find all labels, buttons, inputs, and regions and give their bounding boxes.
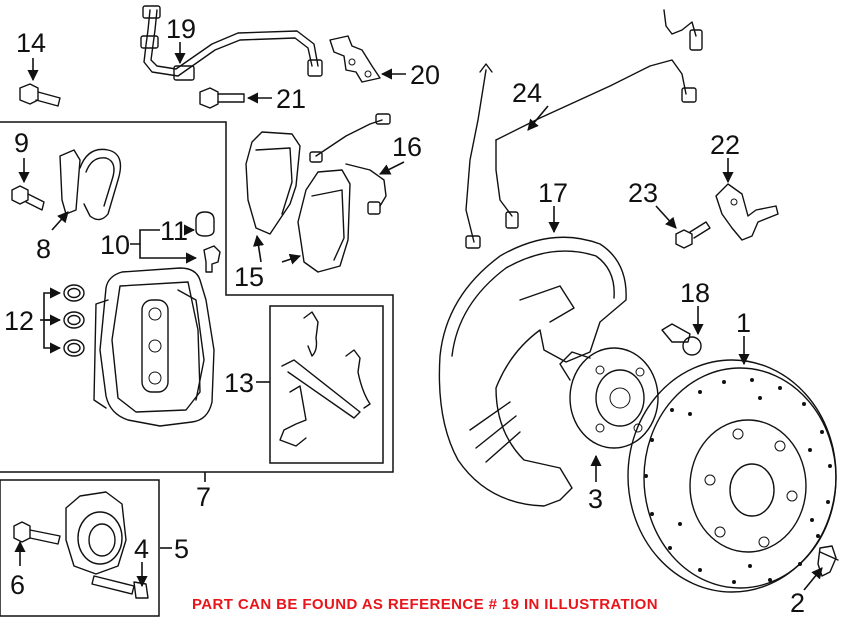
wheel-hub-3[interactable] <box>559 347 659 449</box>
hardware-kit-frame <box>269 305 384 464</box>
bolt-18[interactable] <box>661 323 702 356</box>
hardware-kit-13[interactable] <box>279 311 371 447</box>
wheel-bearing-frame <box>0 479 160 617</box>
leader-lines <box>14 42 823 591</box>
callout-22: 22 <box>710 130 740 160</box>
brake-hose-19[interactable] <box>140 5 323 81</box>
callout-15: 15 <box>234 262 264 292</box>
callout-21: 21 <box>276 84 306 114</box>
callout-23: 23 <box>628 178 658 208</box>
callout-6: 6 <box>10 570 25 600</box>
callout-18: 18 <box>680 278 710 308</box>
callout-13: 13 <box>224 368 254 398</box>
callout-20: 20 <box>410 60 440 90</box>
bolt-21[interactable] <box>199 87 245 109</box>
callout-3: 3 <box>588 484 603 514</box>
wear-sensor-16[interactable] <box>309 113 391 215</box>
abs-harness-24[interactable] <box>465 9 703 249</box>
bolt-4[interactable] <box>91 575 149 599</box>
callout-7: 7 <box>196 482 211 512</box>
callout-24: 24 <box>512 78 542 108</box>
callout-19: 19 <box>166 14 196 44</box>
bleeder-screw-10[interactable] <box>203 245 221 273</box>
callout-10: 10 <box>100 230 130 260</box>
brake-rotor-1[interactable] <box>627 359 837 593</box>
callout-8: 8 <box>36 234 51 264</box>
bleeder-cap-11[interactable] <box>195 211 215 237</box>
callout-5: 5 <box>174 534 189 564</box>
caliper-group-frame <box>0 121 394 473</box>
pad-spring-8[interactable] <box>59 148 122 221</box>
callout-11: 11 <box>160 216 188 246</box>
bolt-23[interactable] <box>675 221 711 249</box>
callout-9: 9 <box>14 128 29 158</box>
callout-12: 12 <box>4 306 34 336</box>
bolt-6[interactable] <box>13 521 61 545</box>
brake-caliper[interactable] <box>93 267 215 427</box>
bolt-14[interactable] <box>19 83 61 107</box>
bolt-9[interactable] <box>11 185 45 211</box>
callout-4: 4 <box>134 534 149 564</box>
part-reference-notice: PART CAN BE FOUND AS REFERENCE # 19 IN I… <box>192 596 658 613</box>
callout-14: 14 <box>16 28 46 58</box>
callout-1: 1 <box>736 308 751 338</box>
callout-2: 2 <box>790 588 805 618</box>
bolt-2[interactable] <box>817 545 839 577</box>
bearing-housing-5[interactable] <box>65 491 127 575</box>
abs-sensor-22[interactable] <box>715 183 779 241</box>
callout-labels: 14 19 20 21 9 8 11 10 12 13 15 16 24 17 … <box>4 14 805 618</box>
callout-16: 16 <box>392 132 422 162</box>
dust-shield-17[interactable] <box>438 236 627 507</box>
callout-17: 17 <box>538 178 568 208</box>
seal-rings-12[interactable] <box>63 284 85 357</box>
hose-bracket-20[interactable] <box>329 35 381 83</box>
brake-pads-15[interactable] <box>245 131 351 273</box>
rotor-drill-holes <box>644 378 832 584</box>
